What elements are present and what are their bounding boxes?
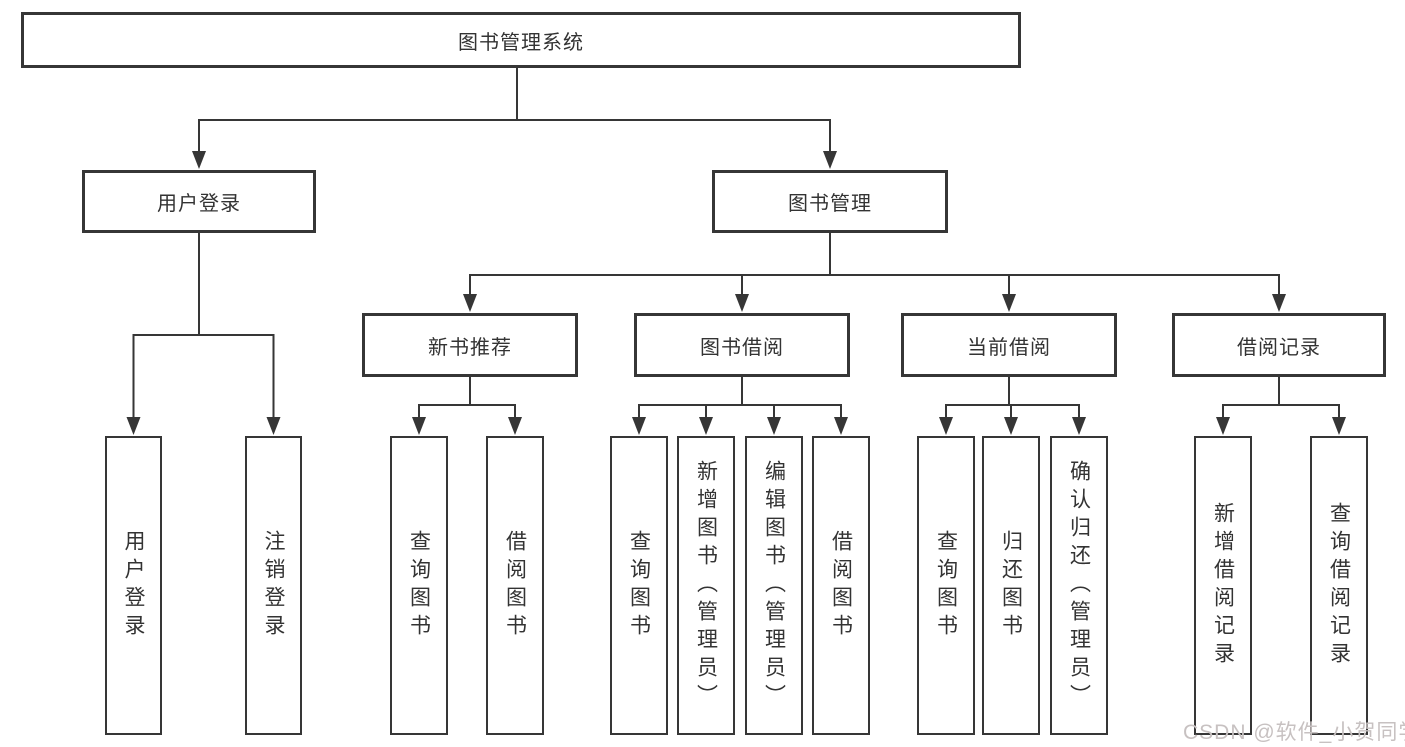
leaf-edit-books-admin: 编辑图书（管理员） [745, 436, 803, 735]
leaf-current-query-books-label: 查询图书 [934, 529, 958, 642]
connector-bookborrow-to-leaves [632, 377, 848, 435]
connector-userlogin-to-leaves [126, 233, 281, 435]
node-root-library-system: 图书管理系统 [21, 12, 1021, 68]
leaf-confirm-return-admin-label: 确认归还（管理员） [1067, 459, 1091, 712]
leaf-edit-books-admin-label: 编辑图书（管理员） [762, 459, 786, 712]
node-user-login-label: 用户登录 [157, 193, 241, 215]
node-current-borrow: 当前借阅 [901, 313, 1117, 377]
connector-root-to-level2 [192, 68, 837, 169]
node-root-label: 图书管理系统 [458, 31, 584, 54]
leaf-newbook-query-books-label: 查询图书 [407, 529, 431, 642]
node-book-management-label: 图书管理 [788, 193, 872, 215]
leaf-user-login-label: 用户登录 [122, 529, 145, 642]
node-current-borrow-label: 当前借阅 [967, 336, 1051, 359]
node-new-book-recommend: 新书推荐 [362, 313, 578, 377]
csdn-watermark: CSDN @软件_小贺同学 [1183, 721, 1405, 744]
connector-bookmgmt-to-level3 [463, 233, 1286, 312]
leaf-return-books-label: 归还图书 [999, 529, 1023, 642]
leaf-confirm-return-admin: 确认归还（管理员） [1050, 436, 1108, 735]
node-user-login: 用户登录 [82, 170, 316, 233]
leaf-borrow-borrow-books: 借阅图书 [812, 436, 870, 735]
leaf-query-borrow-record: 查询借阅记录 [1310, 436, 1368, 735]
node-book-borrow: 图书借阅 [634, 313, 850, 377]
leaf-newbook-borrow-books-label: 借阅图书 [503, 529, 527, 642]
node-borrow-record: 借阅记录 [1172, 313, 1386, 377]
leaf-borrow-query-books-label: 查询图书 [627, 529, 651, 642]
leaf-newbook-query-books: 查询图书 [390, 436, 448, 735]
node-borrow-record-label: 借阅记录 [1237, 336, 1321, 359]
node-book-borrow-label: 图书借阅 [700, 336, 784, 359]
leaf-logout-label: 注销登录 [262, 529, 285, 642]
leaf-add-borrow-record-label: 新增借阅记录 [1211, 501, 1235, 670]
leaf-current-query-books: 查询图书 [917, 436, 975, 735]
connector-newbook-to-leaves [412, 377, 522, 435]
connector-borrowrecord-to-leaves [1216, 377, 1346, 435]
leaf-return-books: 归还图书 [982, 436, 1040, 735]
leaf-add-borrow-record: 新增借阅记录 [1194, 436, 1252, 735]
leaf-query-borrow-record-label: 查询借阅记录 [1327, 501, 1351, 670]
connector-currentborrow-to-leaves [939, 377, 1086, 435]
leaf-add-books-admin: 新增图书（管理员） [677, 436, 735, 735]
leaf-logout: 注销登录 [245, 436, 302, 735]
leaf-user-login: 用户登录 [105, 436, 162, 735]
leaf-borrow-borrow-books-label: 借阅图书 [829, 529, 853, 642]
node-new-book-recommend-label: 新书推荐 [428, 336, 512, 359]
leaf-borrow-query-books: 查询图书 [610, 436, 668, 735]
node-book-management: 图书管理 [712, 170, 948, 233]
leaf-add-books-admin-label: 新增图书（管理员） [694, 459, 718, 712]
leaf-newbook-borrow-books: 借阅图书 [486, 436, 544, 735]
